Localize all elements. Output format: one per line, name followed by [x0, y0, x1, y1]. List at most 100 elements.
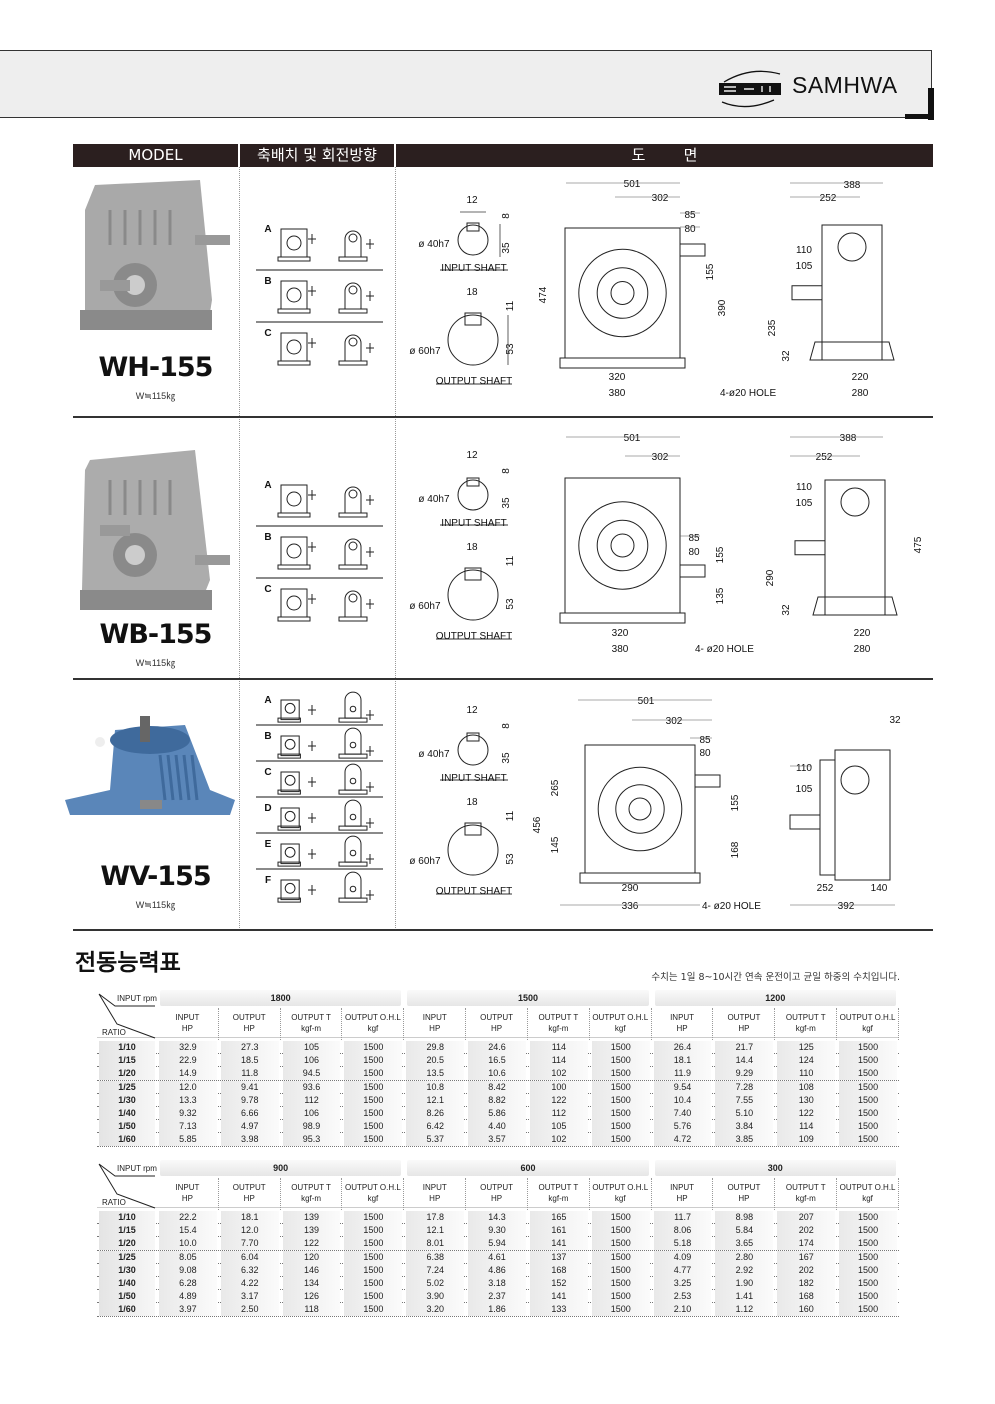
dimension-label: 53: [505, 853, 516, 865]
value-cell: 1500: [839, 1054, 897, 1068]
value-cell: 1500: [344, 1080, 403, 1094]
value-cell: 1500: [344, 1106, 403, 1120]
arrangement-label: A: [264, 695, 271, 706]
value-cell: 1500: [344, 1133, 403, 1147]
value-cell: 1500: [839, 1303, 897, 1317]
value-cell: 102: [529, 1133, 588, 1147]
value-cell: 1500: [591, 1041, 650, 1054]
value-cell: 5.84: [715, 1224, 774, 1238]
front-dimension-label: 380: [609, 388, 626, 399]
value-cell: 134: [282, 1276, 341, 1290]
side-dimension-label: 32: [781, 604, 792, 616]
shaft-diameter-label: ø 60h7: [409, 346, 441, 357]
arrangement-diagram: [277, 228, 374, 262]
side-view: [794, 479, 898, 616]
arrangement-label: D: [264, 803, 271, 814]
front-dimension-label: 320: [609, 372, 626, 383]
side-dimension-label: 110: [796, 763, 812, 774]
gearbox-photo: [80, 450, 230, 610]
dimension-label: 11: [505, 555, 516, 566]
side-dimension-label: 32: [781, 350, 792, 362]
front-dimension-label: 501: [624, 433, 641, 444]
value-cell: 114: [777, 1120, 836, 1134]
value-cell: 4.97: [220, 1120, 279, 1134]
value-cell: 93.6: [282, 1080, 341, 1094]
rpm-group-header: 1200: [654, 990, 896, 1006]
arrangement-label: A: [264, 480, 271, 491]
arrangement-diagram: [277, 763, 374, 795]
side-dimension-label: 388: [844, 180, 861, 191]
value-cell: 8.98: [715, 1211, 774, 1224]
value-cell: 13.5: [406, 1067, 465, 1081]
value-cell: 10.8: [406, 1080, 465, 1094]
front-dimension-label: 145: [550, 836, 561, 853]
value-cell: 114: [529, 1054, 588, 1068]
value-cell: 9.54: [653, 1080, 712, 1094]
value-cell: 12.0: [220, 1224, 279, 1238]
arrangement-diagram: [277, 799, 374, 831]
front-dimension-label: 80: [688, 547, 700, 558]
value-cell: 1500: [839, 1120, 897, 1134]
arrangement-label: B: [264, 532, 271, 543]
value-cell: 202: [777, 1263, 836, 1277]
dimension-label: 18: [466, 542, 478, 553]
value-cell: 1500: [839, 1290, 897, 1304]
front-view: [559, 227, 706, 369]
front-dimension-label: 4- ø20 HOLE: [695, 644, 754, 655]
value-cell: 18.1: [220, 1211, 279, 1224]
shaft-title: INPUT SHAFT: [441, 518, 506, 529]
ratio-cell: 1/50: [99, 1120, 155, 1134]
side-dimension-label: 220: [854, 628, 871, 639]
value-cell: 2.80: [715, 1250, 774, 1264]
rpm-group-header: 900: [160, 1160, 402, 1176]
brand-name: SAMHWA: [792, 72, 898, 98]
gearbox-photo: [65, 716, 235, 815]
value-cell: 1500: [344, 1263, 403, 1277]
value-cell: 95.3: [282, 1133, 341, 1147]
dimension-label: 18: [466, 797, 478, 808]
value-cell: 20.5: [406, 1054, 465, 1068]
value-cell: 160: [777, 1303, 836, 1317]
side-view: [791, 224, 895, 361]
value-cell: 118: [282, 1303, 341, 1317]
ratio-cell: 1/20: [99, 1067, 155, 1081]
value-cell: 146: [282, 1263, 341, 1277]
value-cell: 27.3: [220, 1041, 279, 1054]
shaft-diameter-label: ø 40h7: [418, 494, 450, 505]
side-dimension-label: 140: [871, 883, 888, 894]
ratio-cell: 1/10: [99, 1211, 155, 1224]
side-dimension-label: 392: [838, 901, 855, 912]
value-cell: 3.90: [406, 1290, 465, 1304]
value-cell: 7.28: [715, 1080, 774, 1094]
value-cell: 139: [282, 1224, 341, 1238]
value-cell: 6.32: [220, 1263, 279, 1277]
value-cell: 1500: [344, 1224, 403, 1238]
value-cell: 207: [777, 1211, 836, 1224]
value-cell: 1500: [591, 1093, 650, 1107]
value-cell: 165: [529, 1211, 588, 1224]
side-dimension-label: 110: [796, 482, 812, 493]
dimension-label: 18: [466, 287, 478, 298]
front-dimension-label: 302: [666, 716, 683, 727]
value-cell: 8.82: [468, 1093, 526, 1107]
column-header-arrangement: 축배치 및 회전방향: [240, 144, 394, 167]
value-cell: 106: [282, 1106, 341, 1120]
value-cell: 1.41: [715, 1290, 774, 1304]
value-cell: 9.08: [159, 1263, 217, 1277]
model-name: WH-155: [98, 352, 214, 383]
value-cell: 22.2: [159, 1211, 217, 1224]
value-cell: 18.1: [653, 1054, 712, 1068]
value-cell: 126: [282, 1290, 341, 1304]
shaft-diameter-label: ø 40h7: [418, 749, 450, 760]
gearbox-photo: [80, 180, 230, 330]
value-cell: 120: [282, 1250, 341, 1264]
